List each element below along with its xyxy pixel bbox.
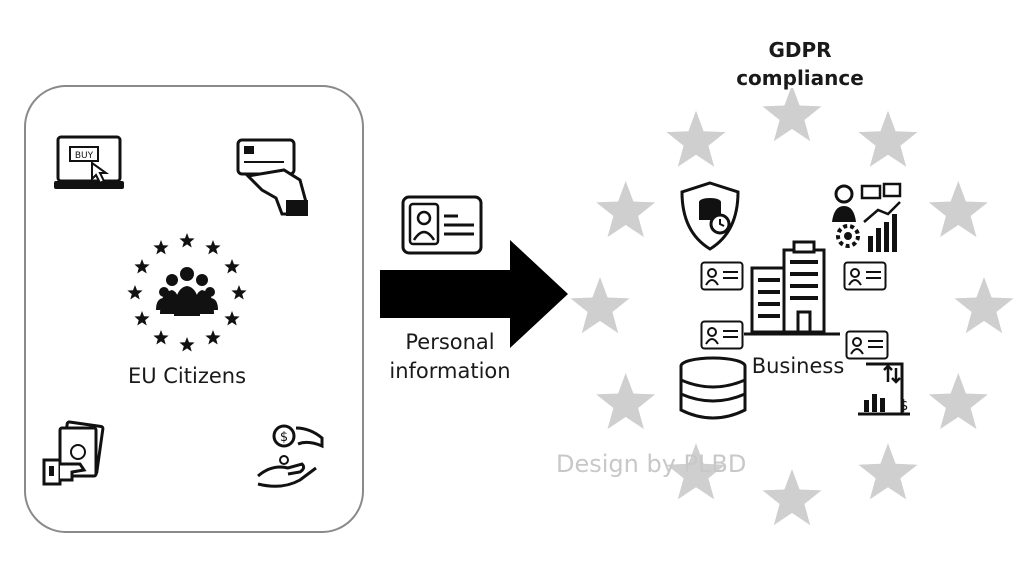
star-icon: [666, 110, 726, 167]
svg-text:$: $: [280, 430, 288, 445]
star-icon: [596, 373, 656, 430]
star-icon: [954, 277, 1014, 334]
star-icon: [762, 88, 822, 142]
star-icon: [666, 443, 726, 500]
star-icon: [762, 469, 822, 526]
watermark-text: Design by PLBD: [556, 450, 747, 478]
office-building-icon: [744, 240, 840, 336]
id-card-icon: [401, 195, 483, 255]
star-icon: [153, 330, 169, 345]
star-icon: [231, 285, 247, 300]
star-icon: [928, 181, 988, 238]
business-analytics-icon: [832, 182, 902, 252]
money-exchange-icon: $: [257, 424, 324, 488]
star-icon: [153, 240, 169, 255]
eu-citizens-group-icon: [127, 233, 247, 352]
star-icon: [134, 311, 150, 326]
id-card-small-icon: [845, 330, 889, 360]
information-label: information: [389, 359, 511, 383]
gdpr-title: GDPR: [768, 38, 832, 62]
star-icon: [179, 233, 195, 248]
star-icon: [134, 259, 150, 274]
database-icon: [679, 356, 747, 420]
svg-text:BUY: BUY: [75, 151, 94, 161]
star-icon: [596, 181, 656, 238]
id-card-small-icon: [843, 261, 887, 291]
financial-report-icon: $: [858, 362, 910, 416]
compliance-title: compliance: [736, 66, 864, 90]
star-icon: [570, 277, 630, 334]
eu-star-ring: [570, 88, 1014, 526]
star-icon: [179, 337, 195, 352]
data-security-shield-icon: [680, 181, 740, 251]
star-icon: [224, 259, 240, 274]
business-label: Business: [751, 354, 845, 378]
personal-label: Personal: [405, 330, 495, 354]
eu-citizens-label: EU Citizens: [127, 364, 247, 388]
star-icon: [127, 285, 143, 300]
id-card-small-icon: [700, 320, 744, 350]
big-arrow: [380, 240, 568, 348]
star-icon: [224, 311, 240, 326]
svg-text:$: $: [900, 398, 909, 414]
credit-card-payment-icon: [236, 138, 308, 216]
star-icon: [928, 373, 988, 430]
star-icon: [205, 330, 221, 345]
id-card-small-icon: [700, 261, 744, 291]
buy-online-icon: BUY: [54, 135, 124, 189]
star-icon: [858, 110, 918, 167]
cash-in-hand-icon: [42, 420, 105, 486]
star-icon: [205, 240, 221, 255]
star-icon: [858, 443, 918, 500]
